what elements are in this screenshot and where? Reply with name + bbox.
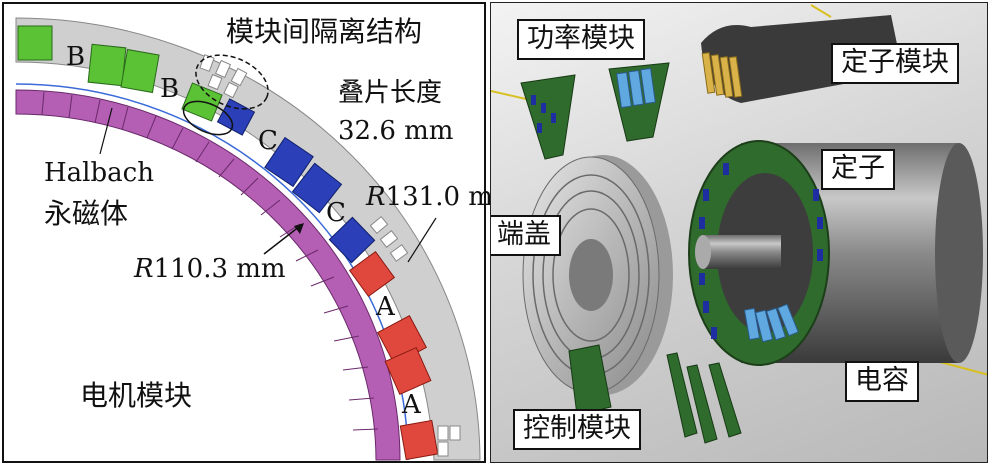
coil-a-1 <box>348 250 396 298</box>
halbach-label: Halbach <box>44 158 154 188</box>
coil-a-3 <box>384 346 432 396</box>
end-cap-hole <box>569 239 613 311</box>
coil-b-2 <box>87 43 127 87</box>
isolation-structure-bottom <box>437 425 461 457</box>
motor-module-label: 电机模块 <box>80 379 193 412</box>
phase-b-label-1: B <box>66 42 86 72</box>
magnet-segment-lines <box>41 91 379 431</box>
phase-c-label-2: C <box>326 198 346 228</box>
inner-radius-label: R110.3 mm <box>134 254 286 284</box>
stack-length-label: 叠片长度 <box>338 78 443 108</box>
stator-label: 定子 <box>821 149 895 190</box>
axis-line-top-right <box>810 4 832 18</box>
halbach-leader <box>99 107 113 155</box>
phase-a-label-1: A <box>376 292 395 322</box>
exploded-view-panel: 功率模块 定子模块 定子 端盖 电容 控制模块 <box>490 2 988 463</box>
coil-c-4 <box>328 216 376 264</box>
isolation-ellipse-1 <box>195 54 269 110</box>
coil-c-3 <box>291 162 343 214</box>
magnet-label: 永磁体 <box>44 197 129 230</box>
isolation-ellipse-2 <box>182 100 234 136</box>
coil-c-2 <box>264 136 314 188</box>
shaft <box>701 235 781 269</box>
control-module-label: 控制模块 <box>513 409 641 450</box>
control-module-main <box>568 344 612 416</box>
stator-back-face <box>935 143 983 363</box>
motor-module-panel: 模块间隔离结构 叠片长度 32.6 mm Halbach 永磁体 R131.0 … <box>2 2 518 463</box>
exploded-view-render <box>491 4 987 444</box>
power-module-1 <box>520 74 576 160</box>
power-module-1-parts <box>531 95 556 133</box>
outer-radius-leader <box>407 217 437 263</box>
coil-b-1 <box>17 25 53 61</box>
phase-a-label-2: A <box>402 390 421 420</box>
isolation-structure-right <box>369 215 409 262</box>
shaft-end <box>695 235 711 269</box>
capacitor-bank <box>743 303 799 343</box>
power-module-label: 功率模块 <box>517 19 645 60</box>
stator-module-connectors <box>701 52 743 98</box>
capacitor-label: 电容 <box>845 361 919 402</box>
control-modules-small <box>666 352 742 444</box>
stator-module-label: 定子模块 <box>831 43 959 84</box>
coil-a-4 <box>399 419 439 461</box>
stack-length-value: 32.6 mm <box>338 116 454 146</box>
isolation-structure-label: 模块间隔离结构 <box>226 15 423 48</box>
end-cap-label: 端盖 <box>491 215 561 256</box>
inner-radius-arrow <box>263 225 301 255</box>
phase-b-label-2: B <box>160 74 180 104</box>
coil-b-3 <box>120 48 160 94</box>
power-module-2-capacitors <box>616 67 656 109</box>
motor-cross-section-diagram <box>15 17 481 461</box>
phase-c-label-1: C <box>258 126 278 156</box>
inner-radius-arrowhead <box>294 223 304 234</box>
halbach-magnet-ring <box>15 89 401 461</box>
